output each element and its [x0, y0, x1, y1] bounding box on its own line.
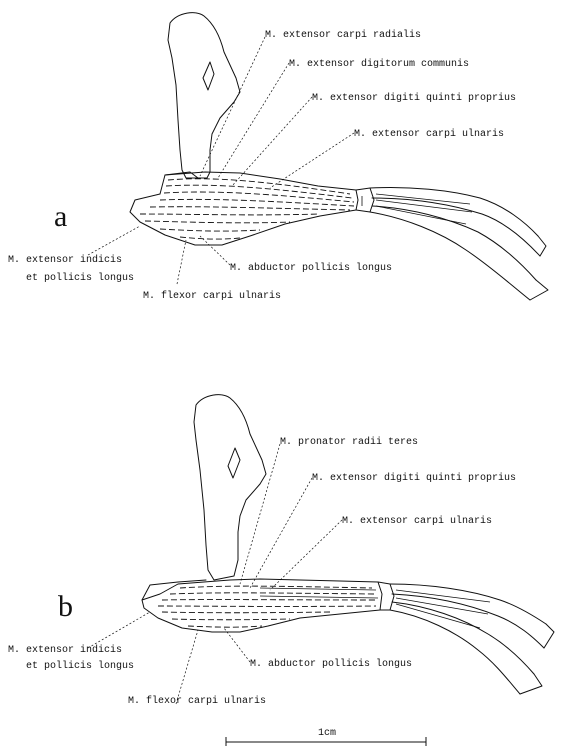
panel-b-label-ext-indicis-1: M. extensor indicis: [8, 644, 122, 656]
panel-a-wrist: [356, 188, 374, 212]
panel-b-label-ext-indicis-2: et pollicis longus: [26, 660, 134, 672]
scale-bar-label: 1cm: [318, 728, 336, 739]
panel-a-label-ext-carpi-radialis: M. extensor carpi radialis: [265, 29, 421, 41]
panel-b-humerus: [194, 395, 266, 580]
panel-a-leader-lines: [88, 37, 354, 284]
panel-a-label-ext-carpi-ulnaris: M. extensor carpi ulnaris: [354, 128, 504, 140]
panel-b-labels: M. pronator radii teres M. extensor digi…: [8, 436, 516, 707]
panel-a-letter: a: [54, 200, 67, 233]
panel-a-muscle-fibers: [140, 179, 354, 239]
scale-bar: 1cm: [226, 728, 426, 746]
panel-b-label-abductor-pollicis: M. abductor pollicis longus: [250, 658, 412, 670]
panel-b-label-pronator-teres: M. pronator radii teres: [280, 436, 418, 448]
panel-a-digits: [362, 187, 548, 300]
panel-a-label-ext-digitorum-communis: M. extensor digitorum communis: [289, 58, 469, 70]
panel-a-label-ext-indicis-2: et pollicis longus: [26, 272, 134, 284]
panel-a-humerus-notch: [203, 62, 214, 90]
panel-a: a M. extensor carpi radialis M. extensor…: [8, 13, 548, 302]
panel-b-label-ext-digiti-quinti: M. extensor digiti quinti proprius: [312, 472, 516, 484]
panel-b-digits: [390, 584, 554, 694]
panel-b: b M. pronator radii teres M. extensor di…: [8, 395, 554, 707]
panel-a-labels: M. extensor carpi radialis M. extensor d…: [8, 29, 516, 302]
panel-a-forearm: [130, 172, 358, 245]
panel-a-label-ext-digiti-quinti: M. extensor digiti quinti proprius: [312, 92, 516, 104]
panel-a-label-abductor-pollicis: M. abductor pollicis longus: [230, 262, 392, 274]
panel-b-forearm: [142, 579, 382, 632]
panel-a-label-ext-indicis-1: M. extensor indicis: [8, 254, 122, 266]
panel-b-humerus-notch: [228, 448, 240, 478]
panel-b-label-ext-carpi-ulnaris: M. extensor carpi ulnaris: [342, 515, 492, 527]
panel-b-letter: b: [58, 590, 73, 623]
panel-a-label-flexor-carpi-ulnaris: M. flexor carpi ulnaris: [143, 290, 281, 302]
panel-b-label-flexor-carpi-ulnaris: M. flexor carpi ulnaris: [128, 695, 266, 707]
panel-a-humerus: [168, 13, 240, 178]
panel-b-muscle-fibers: [158, 586, 378, 627]
